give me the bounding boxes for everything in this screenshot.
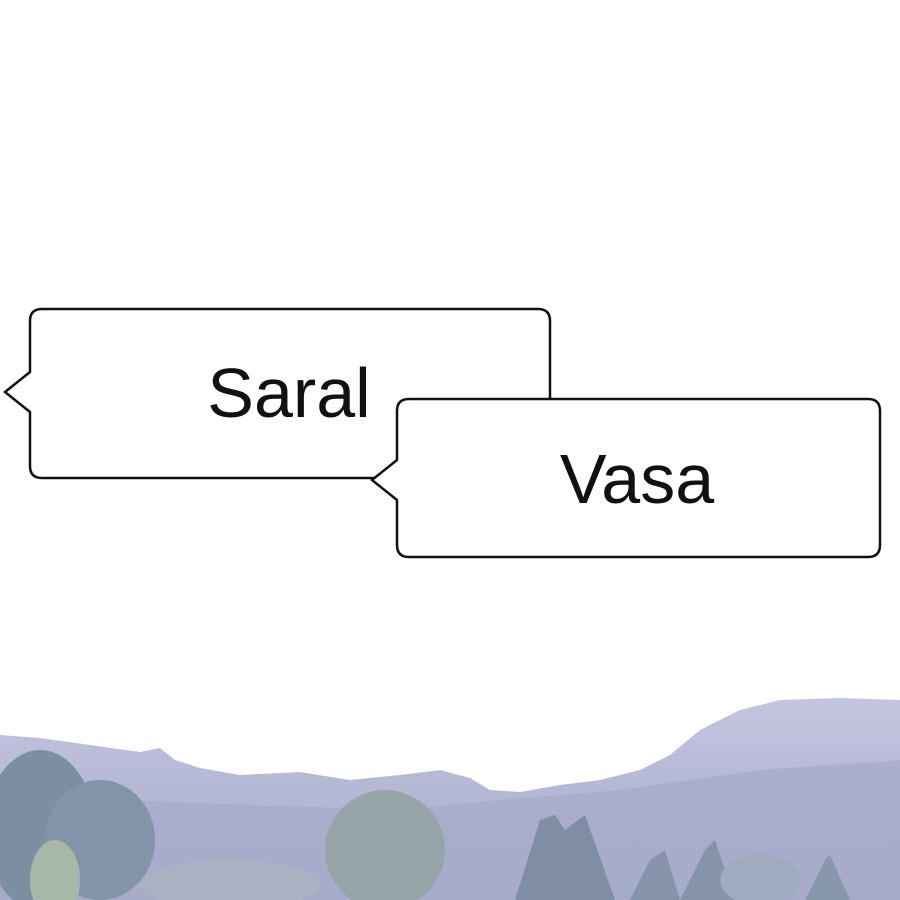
bubble-text-vasa: Vasa <box>560 440 714 518</box>
speech-bubble-vasa: Vasa <box>369 397 882 559</box>
bubble-text-saral: Saral <box>207 354 370 432</box>
trees <box>0 750 850 900</box>
